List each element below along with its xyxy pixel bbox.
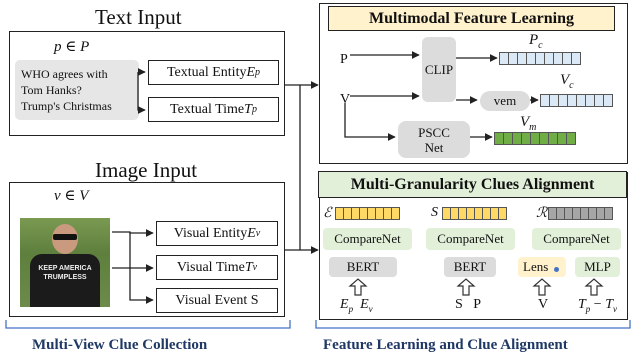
text-sample-line-3: Trump's Christmas [21,99,112,113]
align-sym-s: S [431,205,438,220]
photo-shirt-text: KEEP AMERICA TRUMPLESS [38,265,92,281]
image-input-panel: v ∈ V KEEP AMERICA TRUMPLESS Visual Enti… [9,182,285,317]
arrow-img-event [129,232,154,304]
input-v: V [538,297,549,312]
text-input-title: Text Input [95,5,182,29]
up-arrow-icon-1 [348,278,368,296]
left-caption: Multi-View Clue Collection [32,337,208,353]
feature-learning-title: Multimodal Feature Learning [328,6,615,31]
lens-block: Lens [518,257,566,277]
pc-cell [571,52,581,65]
alignment-panel: Multi-Granularity Clues Alignment ℰ S ℛ … [318,171,628,320]
vm-vector [494,132,576,145]
e-vector [335,207,400,220]
text-input-panel: p ∈ P WHO agrees with Tom Hanks? Trump's… [9,31,285,136]
r-cell [604,207,613,220]
bert-event: BERT [444,257,496,277]
clip-block: CLIP [422,37,456,102]
pc-vector [499,52,581,65]
vc-cell [603,94,613,107]
fl-p-label: P [340,52,348,67]
e-cell [391,207,400,220]
bert-entity: BERT [329,257,397,277]
pscc-line-1: PSCC [418,124,450,140]
vc-label: Vc [560,72,574,91]
text-sample-line-1: WHO agrees with [21,67,108,81]
image-input-title: Image Input [95,158,198,182]
lens-icon [554,266,560,272]
alignment-title: Multi-Granularity Clues Alignment [318,171,627,198]
pscc-line-2: Net [424,139,444,155]
pscc-block: PSCC Net [398,121,470,158]
arrow-text-time [137,72,146,114]
text-set-label: p ∈ P [54,39,90,55]
up-arrows [348,278,604,296]
s-vector [442,207,507,220]
right-bracket [315,320,631,329]
vc-vector [540,94,613,107]
pc-label: Pc [529,32,543,51]
s-cell [498,207,507,220]
input-time-diff: Tp − Tv [578,297,617,314]
input-event-pair: S P [455,297,482,312]
arrow-img-entity [112,229,154,237]
vm-label: Vm [520,114,537,133]
comparenet-event: CompareNet [426,228,515,250]
left-bracket [5,320,291,329]
mlp-block: MLP [575,257,620,277]
text-sample-line-2: Tom Hanks? [21,83,82,97]
photo-sunglasses [53,234,77,240]
up-arrow-icon-2 [456,278,476,296]
text-sample-box: WHO agrees with Tom Hanks? Trump's Chris… [15,60,139,120]
comparenet-entity: CompareNet [323,228,412,250]
input-photo: KEEP AMERICA TRUMPLESS [20,218,110,307]
fl-v-label: V [340,92,351,107]
up-arrow-icon-3 [532,278,552,296]
input-entity-pair: Ep Ev [340,297,373,314]
photo-shirt [30,254,100,307]
caption-brackets [5,320,631,329]
up-arrow-icon-4 [584,278,604,296]
align-sym-r: ℛ [536,206,548,221]
right-caption: Feature Learning and Clue Alignment [323,337,568,353]
align-sym-e: ℰ [323,206,332,221]
arrow-v-pscc [344,103,396,141]
feature-learning-panel: Multimodal Feature Learning P V CLIP vem… [319,3,628,164]
image-set-label: v ∈ V [54,188,89,204]
trunk-line [285,84,301,251]
comparenet-time: CompareNet [532,228,621,250]
visual-event-box: Visual Event S [156,288,278,313]
r-vector [548,207,613,220]
vm-cell [566,132,576,145]
vem-block: vem [480,91,530,111]
